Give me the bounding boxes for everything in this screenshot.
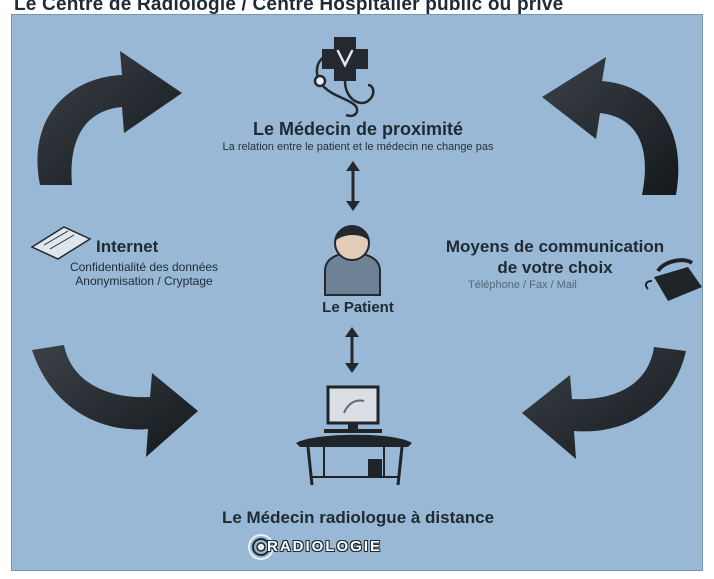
diagram-panel: Le Médecin de proximité La relation entr… (11, 14, 703, 571)
communication-title-line-2: de votre choix (497, 258, 613, 277)
communication-subtitle: Téléphone / Fax / Mail (468, 279, 577, 291)
internet-line-1: Confidentialité des données (69, 260, 219, 274)
curved-arrow-top-left (37, 51, 182, 185)
radiologue-title: Le Médecin radiologue à distance (221, 508, 495, 527)
computer-workstation-icon (296, 385, 412, 486)
curved-arrow-bottom-right (522, 347, 686, 459)
radiologie-logo-text: RADIOLOGIE (267, 538, 383, 555)
double-arrow-top (346, 161, 360, 211)
telephone-icon (644, 258, 702, 301)
internet-title: Internet (96, 237, 159, 256)
communication-title-line-1: Moyens de communication (445, 237, 665, 256)
patient-title: Le Patient (322, 299, 394, 316)
page-title: Le Centre de Radiologie / Centre Hospita… (14, 0, 564, 15)
radiologie-logo-icon (248, 534, 274, 560)
doctor-cross-stethoscope-icon (313, 37, 375, 118)
internet-line-2: Anonymisation / Cryptage (75, 274, 213, 288)
curved-arrow-bottom-left (32, 345, 198, 457)
document-icon (30, 226, 92, 260)
diagram-graphics (30, 37, 702, 560)
double-arrow-bottom (345, 327, 359, 373)
proximite-title: Le Médecin de proximité (252, 119, 464, 139)
patient-person-icon (324, 225, 381, 296)
proximite-subtitle: La relation entre le patient et le médec… (222, 141, 494, 153)
curved-arrow-top-right (542, 57, 679, 195)
